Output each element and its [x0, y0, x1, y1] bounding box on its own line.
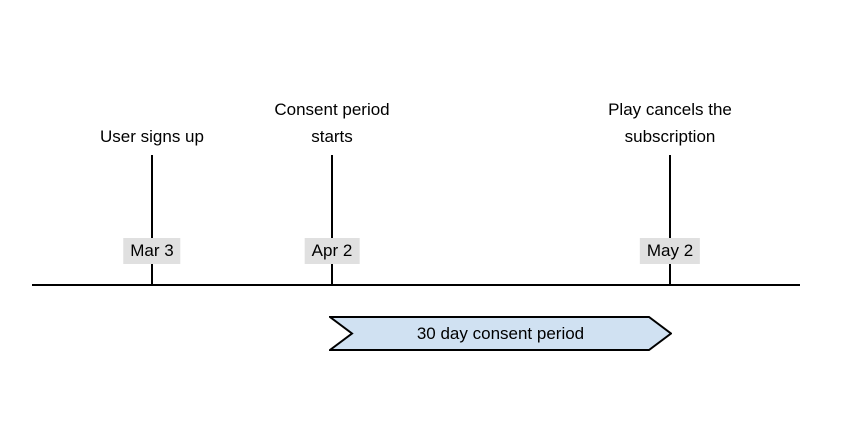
- marker-stem-user-signs-up: [151, 155, 153, 285]
- marker-date-user-signs-up: Mar 3: [123, 238, 181, 264]
- timeline-axis: [32, 284, 800, 286]
- marker-date-consent-period-starts: Apr 2: [304, 238, 360, 264]
- timeline-marker-user-signs-up: User signs up Mar 3: [22, 96, 282, 286]
- marker-label-user-signs-up: User signs up: [100, 127, 204, 146]
- marker-label-play-cancels-subscription: Play cancels the subscription: [608, 100, 732, 146]
- consent-period-banner-shape: [329, 316, 672, 351]
- marker-label-consent-period-starts: Consent period starts: [274, 100, 390, 146]
- marker-stem-consent-period-starts: [331, 155, 333, 285]
- timeline-marker-consent-period-starts: Consent period starts Apr 2: [202, 96, 462, 286]
- marker-stem-play-cancels-subscription: [669, 155, 671, 285]
- consent-period-banner: 30 day consent period: [329, 316, 672, 351]
- timeline-marker-play-cancels-subscription: Play cancels the subscription May 2: [540, 96, 800, 286]
- marker-date-play-cancels-subscription: May 2: [639, 238, 701, 264]
